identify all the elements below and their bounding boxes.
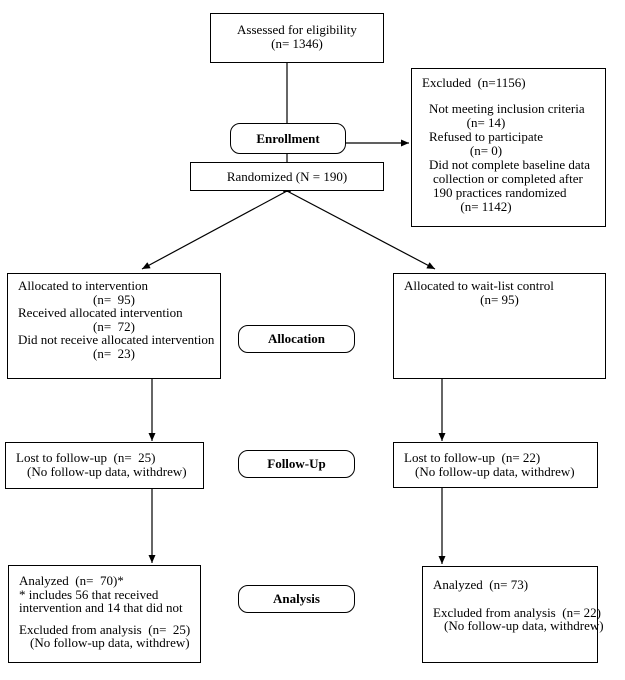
box-line: Lost to follow-up (n= 22) xyxy=(404,450,541,465)
analysis-label: Analysis xyxy=(238,585,355,613)
box-line: Did not receive allocated intervention xyxy=(18,332,215,347)
allocated-intervention-box: Allocated to intervention (n= 95) Receiv… xyxy=(7,273,221,379)
box-line: (n= 72) xyxy=(93,318,135,334)
box-line: Excluded from analysis (n= 25) xyxy=(19,621,191,637)
box-line: Not meeting inclusion criteria xyxy=(429,101,585,116)
randomized-box: Randomized (N = 190) xyxy=(190,162,384,191)
box-line: collection or completed after xyxy=(433,171,583,186)
excluded-box: Excluded (n=1156) Not meeting inclusion … xyxy=(411,68,606,227)
allocated-control-box: Allocated to wait-list control (n= 95) xyxy=(393,273,606,379)
stage-label: Analysis xyxy=(273,591,320,606)
box-line: intervention and 14 that did not xyxy=(19,600,183,615)
box-line: (No follow-up data, withdrew) xyxy=(30,635,190,650)
enrollment-label: Enrollment xyxy=(230,123,346,154)
box-line: Lost to follow-up (n= 25) xyxy=(16,450,156,465)
analysis-intervention-box: Analyzed (n= 70)* * includes 56 that rec… xyxy=(8,565,201,663)
box-line: (n= 1346) xyxy=(271,35,323,51)
stage-label: Allocation xyxy=(267,331,326,346)
box-line: Randomized (N = 190) xyxy=(226,169,348,184)
analysis-control-box: Analyzed (n= 73) Excluded from analysis … xyxy=(422,566,604,663)
box-line: Excluded (n=1156) xyxy=(422,75,526,90)
assessed-eligibility-box: Assessed for eligibility (n= 1346) xyxy=(210,13,384,63)
followup-intervention-box: Lost to follow-up (n= 25) (No follow-up … xyxy=(5,442,204,489)
box-line: Received allocated intervention xyxy=(18,305,183,320)
box-line: (n= 0) xyxy=(469,143,503,158)
followup-control-box: Lost to follow-up (n= 22) (No follow-up … xyxy=(393,442,598,488)
box-line: Allocated to wait-list control xyxy=(404,278,554,293)
box-line: Refused to participate xyxy=(429,129,544,144)
stage-label: Follow-Up xyxy=(267,456,326,471)
box-line: (n= 1142) xyxy=(460,199,512,214)
box-line: Assessed for eligibility xyxy=(237,22,357,37)
box-line: * includes 56 that received xyxy=(19,586,159,602)
box-line: Analyzed (n= 73) xyxy=(433,577,529,592)
allocation-label: Allocation xyxy=(238,325,355,353)
box-line: Analyzed (n= 70)* xyxy=(19,573,124,588)
box-line: (No follow-up data, withdrew) xyxy=(27,464,187,479)
box-line: (n= 14) xyxy=(466,115,506,130)
box-line: Allocated to intervention xyxy=(18,278,148,293)
connector-randomized-intervention xyxy=(141,190,288,270)
box-line: (n= 95) xyxy=(480,291,519,307)
box-line: 190 practices randomized xyxy=(433,185,567,200)
box-line: (No follow-up data, withdrew) xyxy=(444,618,604,633)
box-line: Did not complete baseline data xyxy=(429,157,591,172)
box-line: (No follow-up data, withdrew) xyxy=(415,464,575,479)
box-line: (n= 23) xyxy=(93,345,135,361)
box-line: (n= 95) xyxy=(93,291,135,307)
followup-label: Follow-Up xyxy=(238,450,355,478)
stage-label: Enrollment xyxy=(256,131,320,146)
box-line: Excluded from analysis (n= 22) xyxy=(433,604,601,620)
